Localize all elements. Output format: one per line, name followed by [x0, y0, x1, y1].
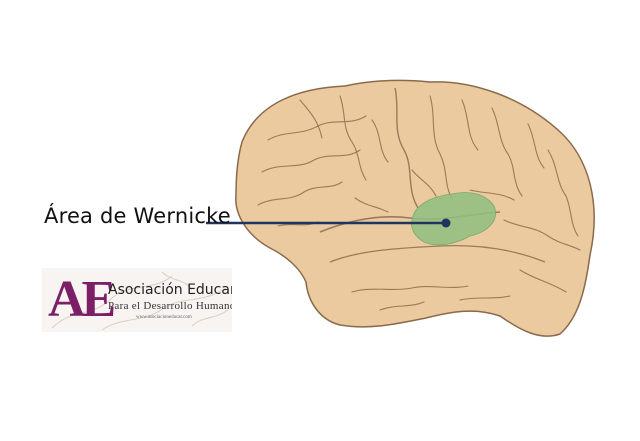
logo-url: www.asociacioneducar.com	[136, 315, 192, 320]
temporal-sulcus	[329, 245, 546, 263]
central-sulcus	[394, 87, 419, 209]
wernicke-label: Área de Wernicke	[44, 204, 231, 228]
wernicke-region	[411, 192, 496, 246]
brain-outline	[235, 79, 595, 337]
pointer-dot	[441, 218, 451, 228]
logo-mark: AE	[48, 271, 116, 328]
logo-asociacion-educar: AE Asociación Educar Para el Desarrollo …	[42, 268, 232, 332]
logo-title: Asociación Educar	[108, 282, 232, 298]
brain-sulci	[257, 95, 581, 311]
logo-background-pattern	[51, 271, 229, 331]
logo-subtitle: Para el Desarrollo Humano	[108, 300, 232, 312]
